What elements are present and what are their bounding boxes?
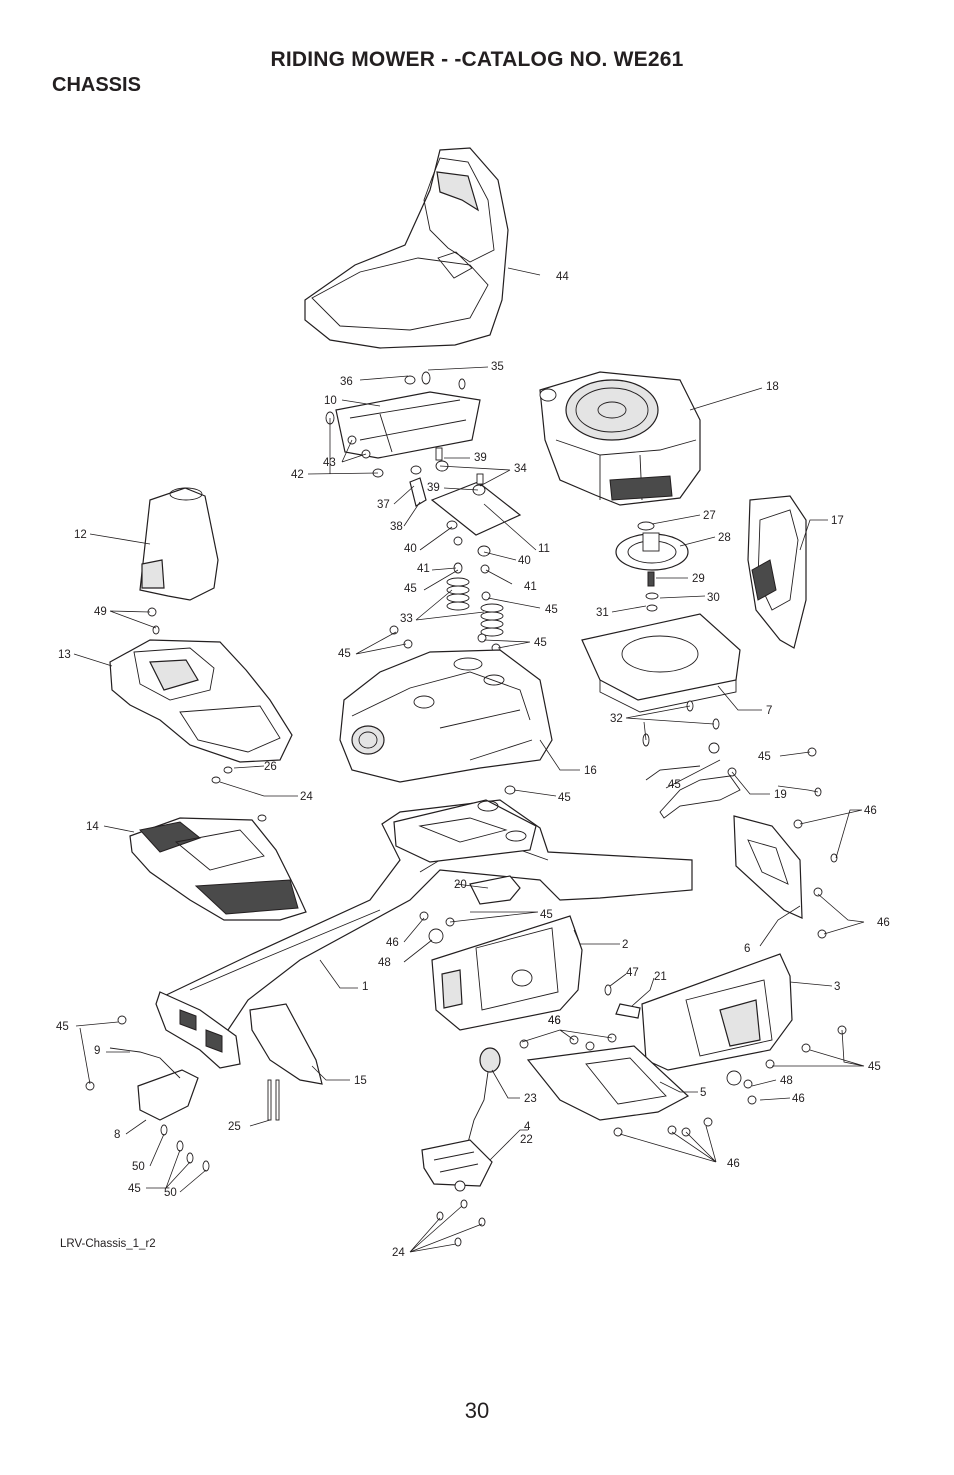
section-title: CHASSIS	[52, 74, 141, 96]
callout-8: 8	[114, 1129, 120, 1141]
callout-1: 1	[362, 981, 368, 993]
callout-47: 47	[626, 967, 639, 979]
callout-25: 25	[228, 1121, 241, 1133]
callout-15: 15	[354, 1075, 367, 1087]
page-title: RIDING MOWER - -CATALOG NO. WE261	[270, 48, 684, 71]
callout-48a: 48	[378, 957, 391, 969]
callout-30: 30	[707, 592, 720, 604]
callout-50b: 50	[164, 1187, 177, 1199]
callout-32: 32	[610, 713, 623, 725]
right-side-plate-part	[604, 953, 847, 1105]
callout-16: 16	[584, 765, 597, 777]
callout-11: 11	[538, 543, 550, 555]
drawing-id: LRV-Chassis_1_r2	[60, 1238, 156, 1250]
callout-13: 13	[58, 649, 71, 661]
callout-40b: 40	[518, 555, 531, 567]
callout-39a: 39	[474, 452, 487, 464]
callout-45g: 45	[668, 779, 681, 791]
lift-lever-part	[421, 1047, 501, 1247]
main-frame-part	[155, 799, 693, 1069]
callout-20: 20	[454, 879, 467, 891]
callout-40a: 40	[404, 543, 417, 555]
callout-17: 17	[831, 515, 844, 527]
side-bracket-6-part	[733, 815, 838, 939]
callout-10: 10	[324, 395, 337, 407]
callout-45k: 45	[128, 1183, 141, 1195]
callout-labels: 44 35 36 10 43 42 37 38 39 39 34 11 40 4…	[56, 271, 890, 1259]
callout-43: 43	[323, 457, 336, 469]
callout-46g: 46	[548, 1015, 561, 1027]
callout-34: 34	[514, 463, 527, 475]
seat-spring-bracket-part	[409, 447, 522, 574]
left-footrest-part	[129, 766, 307, 921]
callout-3: 3	[834, 981, 840, 993]
callout-45f: 45	[758, 751, 771, 763]
callout-33: 33	[400, 613, 413, 625]
callout-48b: 48	[780, 1075, 793, 1087]
callout-29: 29	[692, 573, 705, 585]
callout-46c: 46	[386, 937, 399, 949]
callout-23: 23	[524, 1093, 537, 1105]
hood-part	[339, 649, 553, 795]
left-side-plate-part	[419, 911, 583, 1031]
page-number: 30	[464, 1398, 490, 1423]
callout-14: 14	[86, 821, 99, 833]
seat-part	[304, 147, 509, 349]
callout-24b: 24	[392, 1247, 405, 1259]
rear-cover-part	[747, 495, 807, 649]
callout-26: 26	[264, 761, 277, 773]
callout-45h: 45	[540, 909, 553, 921]
callout-21: 21	[654, 971, 667, 983]
callout-19: 19	[774, 789, 787, 801]
callout-37: 37	[377, 499, 390, 511]
callout-36: 36	[340, 376, 353, 388]
callout-45c: 45	[534, 637, 547, 649]
callout-45b: 45	[545, 604, 558, 616]
callout-41b: 41	[524, 581, 537, 593]
callout-45d: 45	[338, 648, 351, 660]
axle-bracket-part	[85, 1015, 280, 1172]
callout-50a: 50	[132, 1161, 145, 1173]
springs-part	[389, 577, 504, 653]
callout-4: 4	[524, 1121, 531, 1133]
dash-panel-part	[109, 639, 293, 763]
pulley-part	[615, 521, 689, 612]
engine-mount-plate-part	[581, 613, 741, 747]
bracket-20-part	[469, 875, 521, 905]
callout-45j: 45	[56, 1021, 69, 1033]
callout-41a: 41	[417, 563, 430, 575]
callout-35: 35	[491, 361, 504, 373]
callout-9: 9	[94, 1045, 100, 1057]
callout-18: 18	[766, 381, 779, 393]
callout-6: 6	[744, 943, 750, 955]
callout-12: 12	[74, 529, 87, 541]
callout-44: 44	[556, 271, 569, 283]
callout-42: 42	[291, 469, 304, 481]
foot-plate-part	[519, 1033, 713, 1137]
callout-38: 38	[390, 521, 403, 533]
callout-49: 49	[94, 606, 107, 618]
callout-27: 27	[703, 510, 716, 522]
callout-45e: 45	[558, 792, 571, 804]
leader-lines	[73, 267, 865, 1253]
callout-46a: 46	[864, 805, 877, 817]
callout-45a: 45	[404, 583, 417, 595]
callout-31: 31	[596, 607, 609, 619]
engine-part	[539, 371, 701, 506]
callout-45i: 45	[868, 1061, 881, 1073]
callout-46d: 46	[548, 1015, 561, 1027]
steering-cover-part	[139, 487, 219, 635]
front-bracket-part	[249, 1003, 323, 1085]
callout-46f: 46	[727, 1158, 740, 1170]
callout-7: 7	[766, 705, 772, 717]
callout-46b: 46	[877, 917, 890, 929]
callout-39b: 39	[427, 482, 440, 494]
callout-5: 5	[700, 1087, 706, 1099]
callout-2: 2	[622, 939, 628, 951]
callout-28: 28	[718, 532, 731, 544]
callout-24a: 24	[300, 791, 313, 803]
callout-46e: 46	[792, 1093, 805, 1105]
callout-22: 22	[520, 1134, 533, 1146]
